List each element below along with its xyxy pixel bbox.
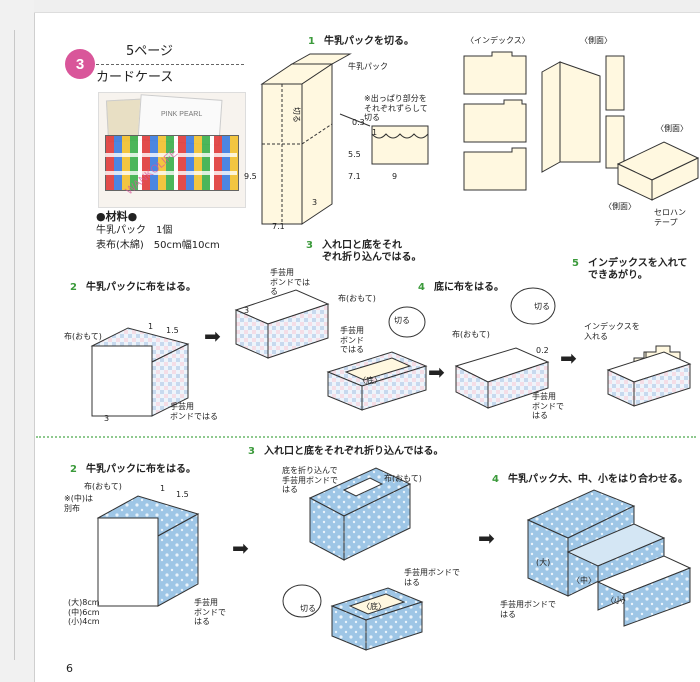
- dim-3: 3: [312, 198, 318, 207]
- a-box-folded: [234, 289, 428, 411]
- a-step4-cut: 切る: [534, 302, 550, 311]
- arrow-icon: ➡: [560, 346, 577, 370]
- a-step2-number: 2: [70, 282, 77, 293]
- step-badge-icon: 3: [65, 49, 95, 79]
- a-step4-dim: 0.2: [536, 346, 549, 355]
- b-step2-number: 2: [70, 464, 77, 475]
- a-step4-fabric: 布(おもて): [452, 330, 490, 339]
- b-fabric-label: 布(おもて): [84, 482, 122, 491]
- b-stacked-boxes: [526, 489, 692, 627]
- a-step2-text: 牛乳パックに布をはる。: [86, 282, 196, 293]
- carton-cut-diagram: [260, 53, 429, 225]
- b-dim-1: 1: [160, 484, 166, 493]
- b-fabric-label2: 布(おもて): [384, 474, 422, 483]
- a-bottom-label: 〈底〉: [358, 376, 382, 385]
- b-step2-text: 牛乳パックに布をはる。: [86, 464, 196, 475]
- b-step4-text: 牛乳パック大、中、小をはり合わせる。: [508, 474, 688, 485]
- b-bottom-label: 〈底〉: [362, 602, 386, 611]
- title-rule: [96, 64, 244, 65]
- a-step4-number: 4: [418, 282, 425, 293]
- a-cut-bubble2: [510, 287, 556, 325]
- b-bond-label: 手芸用 ボンドで はる: [194, 598, 226, 627]
- a-step5-label: インデックスを 入れる: [584, 322, 640, 341]
- materials-heading: ●材料●: [96, 210, 138, 223]
- a-step4-bond: 手芸用 ボンドで はる: [532, 392, 564, 421]
- a-step4-text: 底に布をはる。: [434, 282, 504, 293]
- a-fabric-label: 布(おもて): [64, 332, 102, 341]
- b-carton-fabric: [96, 495, 200, 607]
- arrow-icon: ➡: [204, 324, 221, 348]
- materials-item-1: 牛乳パック 1個: [96, 225, 173, 236]
- side-label-bottom: 〈側面〉: [604, 202, 636, 211]
- b-cut-bubble: [282, 584, 322, 618]
- a-carton-fabric: [90, 327, 190, 417]
- b-medium: 〈中〉: [572, 576, 596, 585]
- step1-note: ※出っぱり部分を それぞれずらして 切る: [364, 94, 428, 123]
- side-label-right: 〈側面〉: [656, 124, 688, 133]
- a-dim-1-5: 1.5: [166, 326, 179, 335]
- b-small: 〈小〉: [606, 596, 630, 605]
- product-photo: PINK PEARL: [98, 92, 246, 208]
- b-bond-label3: 手芸用ボンドで はる: [500, 600, 556, 619]
- a-step5-number: 5: [572, 258, 579, 269]
- b-bond-label2: 手芸用ボンドで はる: [404, 568, 460, 587]
- page-number: 6: [66, 662, 73, 675]
- cut-label: 切る: [291, 106, 301, 123]
- arrow-icon: ➡: [428, 360, 445, 384]
- b-step3-number: 3: [248, 446, 255, 457]
- assembled-box: [616, 141, 700, 201]
- a-step3-text: 入れ口と底をそれ ぞれ折り込んではる。: [322, 240, 422, 263]
- page-title: カードケース: [96, 70, 174, 85]
- step1-number: 1: [308, 36, 315, 47]
- binding-edge: [0, 0, 35, 682]
- b-fold-note: 底を折り込んで 手芸用ボンドで はる: [282, 466, 338, 495]
- arrow-icon: ➡: [232, 536, 249, 560]
- a-cut-bubble-text: 切る: [394, 316, 410, 325]
- scan-top-band: [34, 0, 700, 13]
- dim-7-1b: 7.1: [272, 222, 285, 231]
- index-label: 〈インデックス〉: [466, 36, 530, 45]
- a-step5-text: インデックスを入れて できあがり。: [588, 258, 688, 281]
- b-large: (大): [536, 558, 551, 567]
- b-box-folded: [308, 467, 412, 561]
- a-step3-bond2: 手芸用 ボンド ではる: [340, 326, 364, 355]
- b-step4-number: 4: [492, 474, 499, 485]
- a-step3-dim: 3: [244, 306, 250, 315]
- dim-1: 1: [372, 128, 378, 137]
- carton-label: 牛乳パック: [348, 62, 388, 71]
- dim-9-5: 9.5: [244, 172, 257, 181]
- b-cut-bubble-text: 切る: [300, 604, 316, 613]
- a-finished-box: [606, 345, 692, 407]
- a-dim-1: 1: [148, 322, 154, 331]
- a-step3-fabric: 布(おもて): [338, 294, 376, 303]
- dim-0-3: 0.3: [352, 118, 365, 127]
- tape-label: セロハン テープ: [654, 208, 686, 227]
- a-step3-number: 3: [306, 240, 313, 251]
- a-box-bottom: [454, 347, 550, 409]
- arrow-icon: ➡: [478, 526, 495, 550]
- b-note: ※(中)は 別布: [64, 494, 93, 513]
- step1-text: 牛乳パックを切る。: [324, 36, 414, 47]
- dim-9: 9: [392, 172, 398, 181]
- index-pieces: [463, 51, 527, 191]
- badge-number: 3: [76, 56, 84, 73]
- b-sizes: (大)8cm (中)6cm (小)4cm: [68, 598, 100, 627]
- page-ref: 5ページ: [126, 44, 174, 59]
- b-box-bottom: [330, 587, 424, 651]
- dim-5-5: 5.5: [348, 150, 361, 159]
- a-step3-bond: 手芸用 ボンドでは る: [270, 268, 310, 297]
- a-cut-bubble: [388, 306, 426, 338]
- a-bond-label: 手芸用 ボンドではる: [170, 402, 218, 421]
- photo-label: PINK PEARL: [161, 111, 203, 118]
- materials-item-2: 表布(木綿) 50cm幅10cm: [96, 240, 220, 251]
- dim-7-1: 7.1: [348, 172, 361, 181]
- b-dim-1-5: 1.5: [176, 490, 189, 499]
- b-step3-text: 入れ口と底をそれぞれ折り込んではる。: [264, 446, 444, 457]
- section-divider: [36, 436, 696, 438]
- side-pieces: [541, 55, 625, 173]
- a-dim-3: 3: [104, 414, 110, 423]
- side-label-top: 〈側面〉: [580, 36, 612, 45]
